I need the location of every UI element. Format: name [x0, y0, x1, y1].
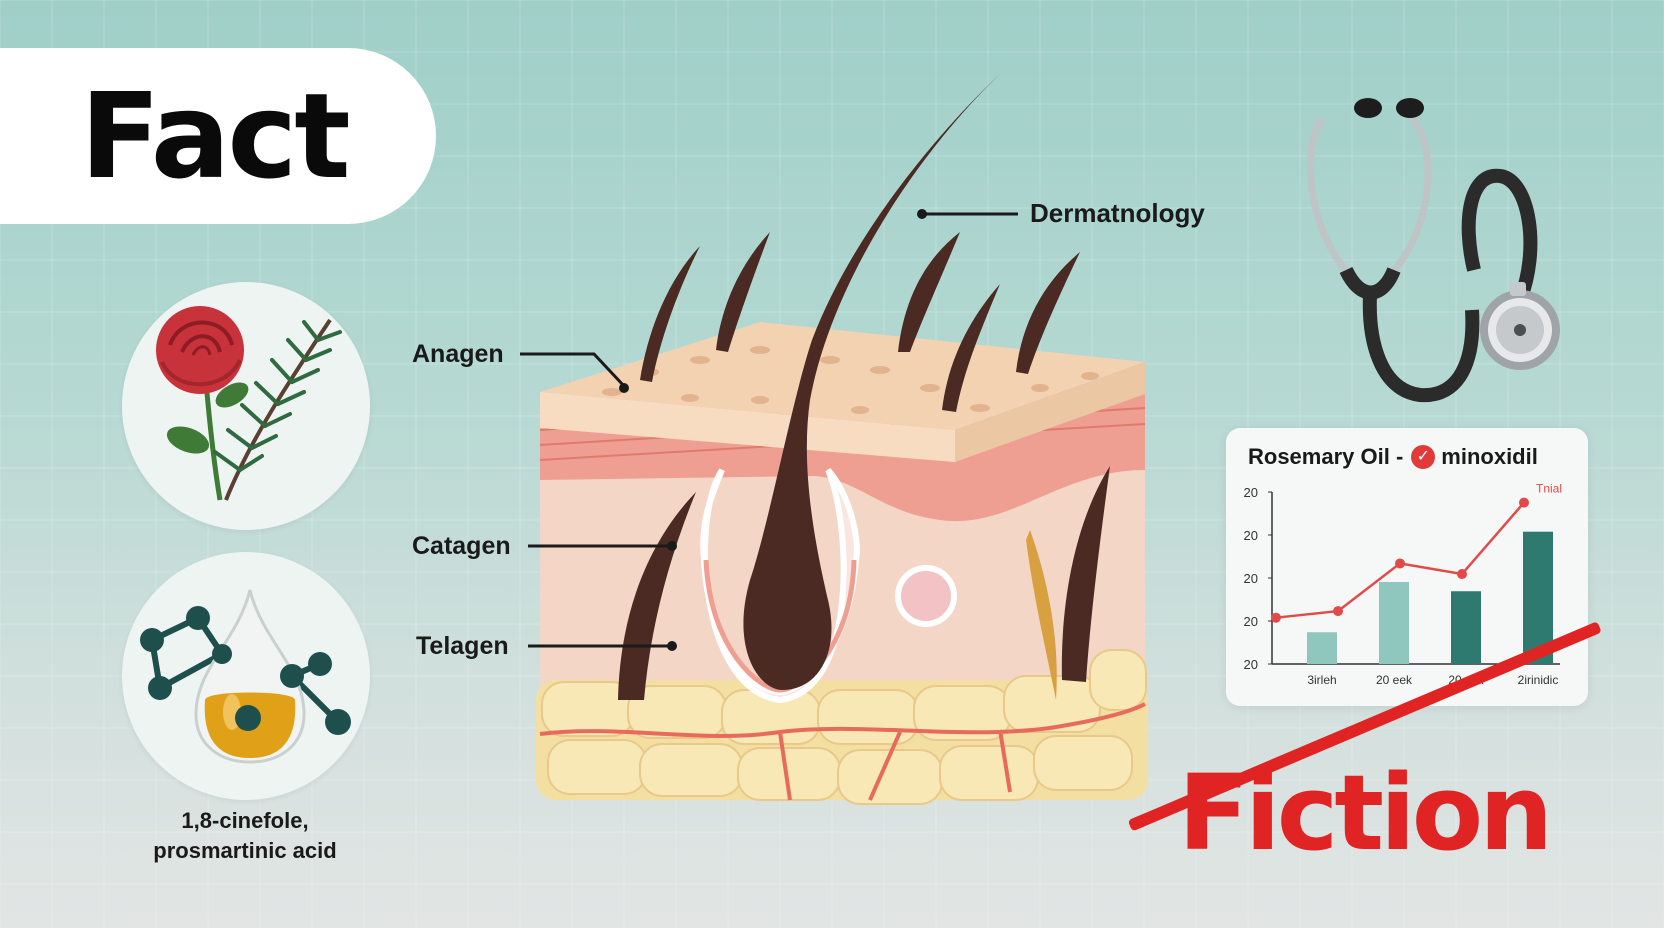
- chart-bar: [1379, 581, 1409, 664]
- y-tick-label: 20: [1244, 485, 1258, 500]
- leader-lines: [520, 212, 1018, 648]
- stethoscope-icon: [1306, 98, 1560, 403]
- label-anagen: Anagen: [412, 340, 504, 368]
- chart-title-right: minoxidil: [1441, 444, 1538, 469]
- x-tick-label: 20 eek: [1376, 673, 1413, 687]
- y-tick-label: 20: [1244, 571, 1258, 586]
- y-tick-label: 20: [1244, 528, 1258, 543]
- x-tick-label: 3irleh: [1307, 673, 1336, 687]
- compounds-line-1: 1,8-cinefole,: [181, 808, 309, 833]
- check-badge-icon: ✓: [1411, 445, 1436, 469]
- label-telagen: Telagen: [416, 632, 509, 660]
- rose-rosemary-icon: [156, 306, 342, 501]
- chart-line-point: [1519, 497, 1529, 508]
- chart-bar: [1307, 632, 1337, 664]
- chart-title-left: Rosemary Oil -: [1248, 444, 1404, 469]
- fact-label: Fact: [80, 67, 351, 205]
- fiction-label: Fiction: [1178, 752, 1553, 874]
- oil-molecule-icon: [140, 589, 351, 764]
- chart-line-point: [1333, 606, 1343, 617]
- x-tick-label: 2irinidic: [1518, 673, 1559, 687]
- label-dermatology: Dermatnology: [1030, 198, 1205, 228]
- y-tick-label: 20: [1244, 657, 1258, 672]
- fact-banner: Fact: [0, 48, 436, 224]
- chart-title: Rosemary Oil - ✓ minoxidil: [1248, 444, 1538, 470]
- fat-layer: [536, 649, 1148, 805]
- chart-bar: [1451, 591, 1481, 664]
- chart-line-point: [1457, 569, 1467, 580]
- chart-annotation: Tnial: [1536, 482, 1562, 496]
- y-tick-label: 20: [1244, 614, 1258, 629]
- skin-pores: [602, 346, 1099, 414]
- compounds-line-2: prosmartinic acid: [153, 838, 337, 863]
- chart-line-point: [1395, 558, 1405, 569]
- label-catagen: Catagen: [412, 532, 511, 560]
- chart-line-point: [1271, 612, 1281, 623]
- compounds-caption: 1,8-cinefole, prosmartinic acid: [120, 806, 370, 866]
